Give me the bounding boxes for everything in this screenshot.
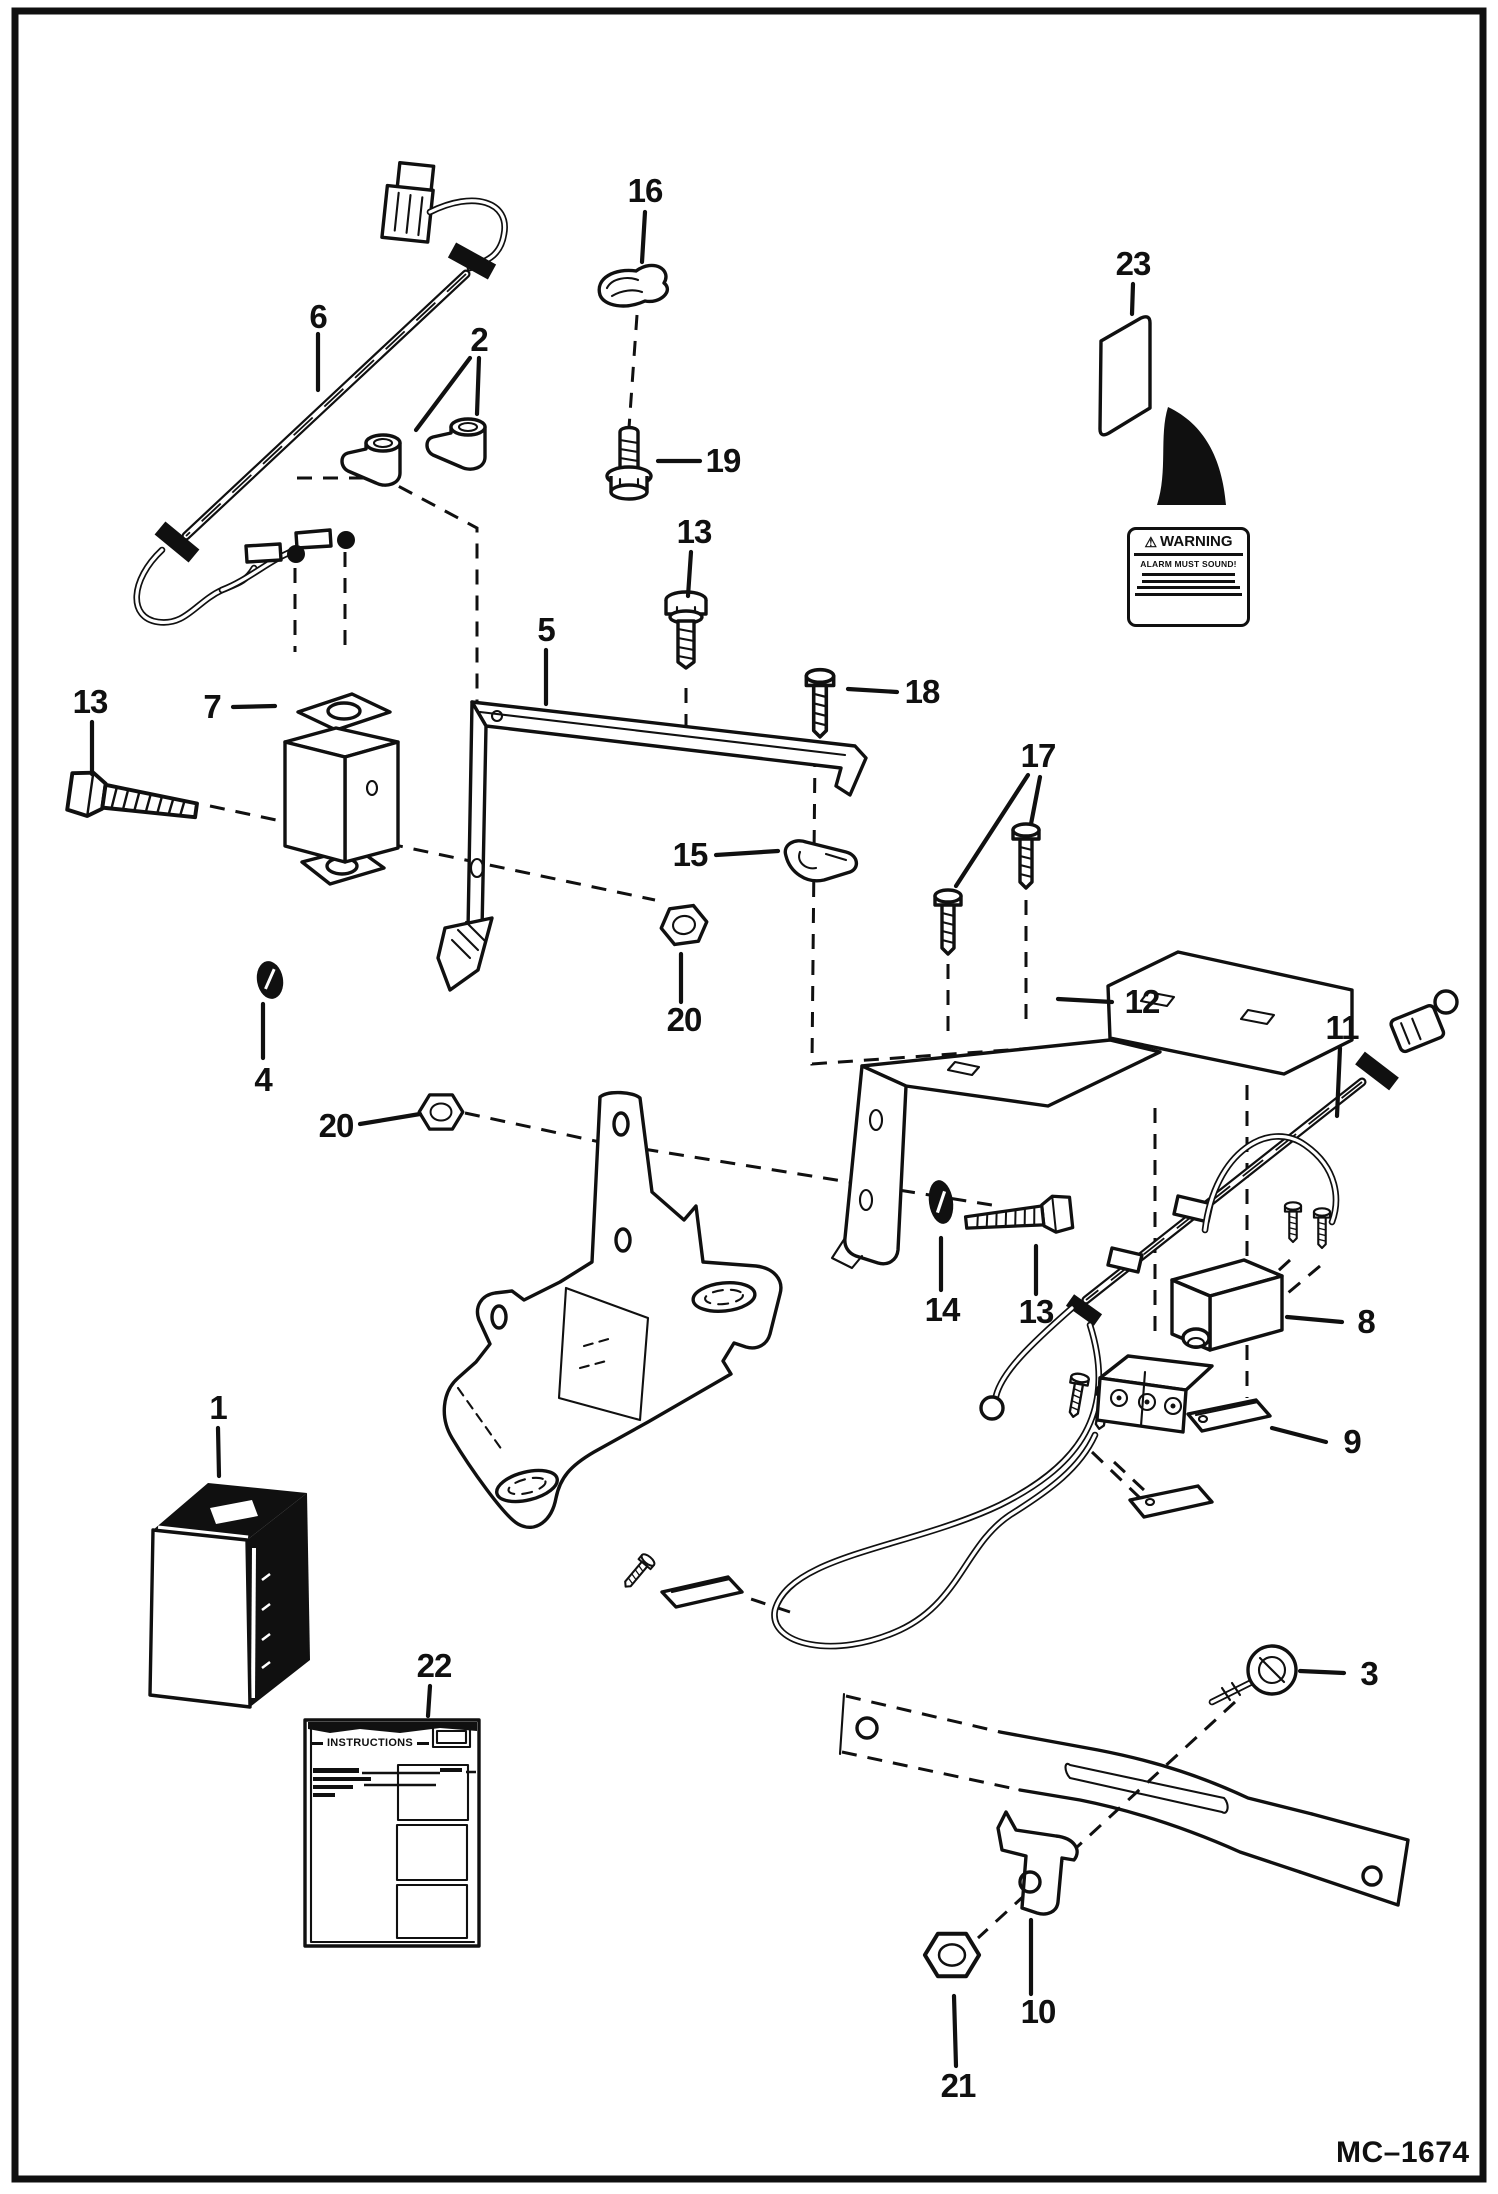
callout-item-2: 2 [470,321,488,358]
cable-clamp-blocks [1063,1354,1214,1434]
part-13-left-bolt [64,767,202,833]
part-9-plate [1186,1398,1272,1433]
swoosh-mark [1157,407,1226,505]
warning-triangle-icon: ⚠ [1144,534,1158,551]
callout-item-4: 4 [254,1061,272,1098]
callout-item-7: 7 [203,688,221,725]
part-13-right-bolt [962,1192,1075,1243]
warning-decal: ⚠ WARNING ALARM MUST SOUND! [1127,527,1250,627]
part-12-bracket [830,950,1354,1270]
callout-item-20-left: 20 [318,1107,355,1144]
part-7-mount-block [283,692,400,886]
callout-item-20-mid: 20 [666,1001,703,1038]
lower-support-arm [838,1692,1410,1907]
mount-plate-left [618,1551,744,1609]
leader-lines [89,209,1347,2069]
part-22-instruction-sheet [303,1718,481,1948]
part-20-mid-nut [657,902,711,948]
part-10-bracket [996,1810,1079,1916]
callout-item-23: 23 [1115,245,1152,282]
part-21-nut [925,1934,979,1976]
part-14-washer [928,1180,954,1224]
callout-item-22: 22 [416,1647,453,1684]
figure-code: MC–1674 [1336,2136,1470,2169]
part-8-switch [1170,1133,1340,1352]
warning-title: WARNING [1160,533,1233,550]
callout-item-11: 11 [1325,1009,1360,1046]
mount-plate-lower [1128,1484,1214,1519]
part-6-connector [380,161,436,244]
part-17-screws [933,822,1041,956]
part-5-bracket [436,700,868,992]
part-15-clip [783,839,858,883]
callout-item-9: 9 [1343,1423,1361,1460]
title-dash-left [311,1741,323,1745]
part-13-top-bolt [664,590,708,670]
callout-item-13-right: 13 [1018,1293,1055,1330]
part-2-elbows [340,417,487,487]
part-3-bolt [1208,1644,1298,1706]
page-border [11,7,1487,2183]
callout-item-18: 18 [904,673,941,710]
instruction-sheet-title-text: INSTRUCTIONS [326,1737,414,1749]
part-19-screw [605,425,653,501]
instruction-sheet-title: INSTRUCTIONS [311,1737,430,1749]
callout-item-13-left: 13 [72,683,109,720]
title-dash-right [417,1741,430,1745]
callout-item-1: 1 [209,1389,227,1426]
callout-item-10: 10 [1020,1993,1057,2030]
warning-decal-header: ⚠ WARNING [1134,532,1243,557]
callout-item-12: 12 [1124,983,1161,1020]
part-6-harness [133,161,508,626]
part-4-grommet [256,961,284,999]
callout-item-16: 16 [627,172,664,209]
part-20-left-nut [417,1093,465,1131]
callout-item-6: 6 [309,298,327,335]
warning-subtitle: ALARM MUST SOUND! [1140,559,1237,570]
callout-item-17: 17 [1020,737,1057,774]
part-18-screw [804,667,836,739]
callout-item-8: 8 [1357,1303,1375,1340]
main-mount-bracket [442,1090,783,1529]
part-16-clamp [597,263,670,308]
callout-item-14: 14 [924,1291,961,1328]
callout-item-19: 19 [705,442,742,479]
warning-fineprint-bars [1134,573,1243,596]
callout-item-13-top: 13 [676,513,713,550]
callout-item-21: 21 [940,2067,977,2104]
callout-item-15: 15 [672,836,709,873]
callout-item-5: 5 [537,611,555,648]
part-1-alarm-box [148,1483,310,1709]
callout-item-3: 3 [1360,1655,1378,1692]
part-11-cable [771,989,1459,1650]
part-23-decal [1098,315,1152,437]
